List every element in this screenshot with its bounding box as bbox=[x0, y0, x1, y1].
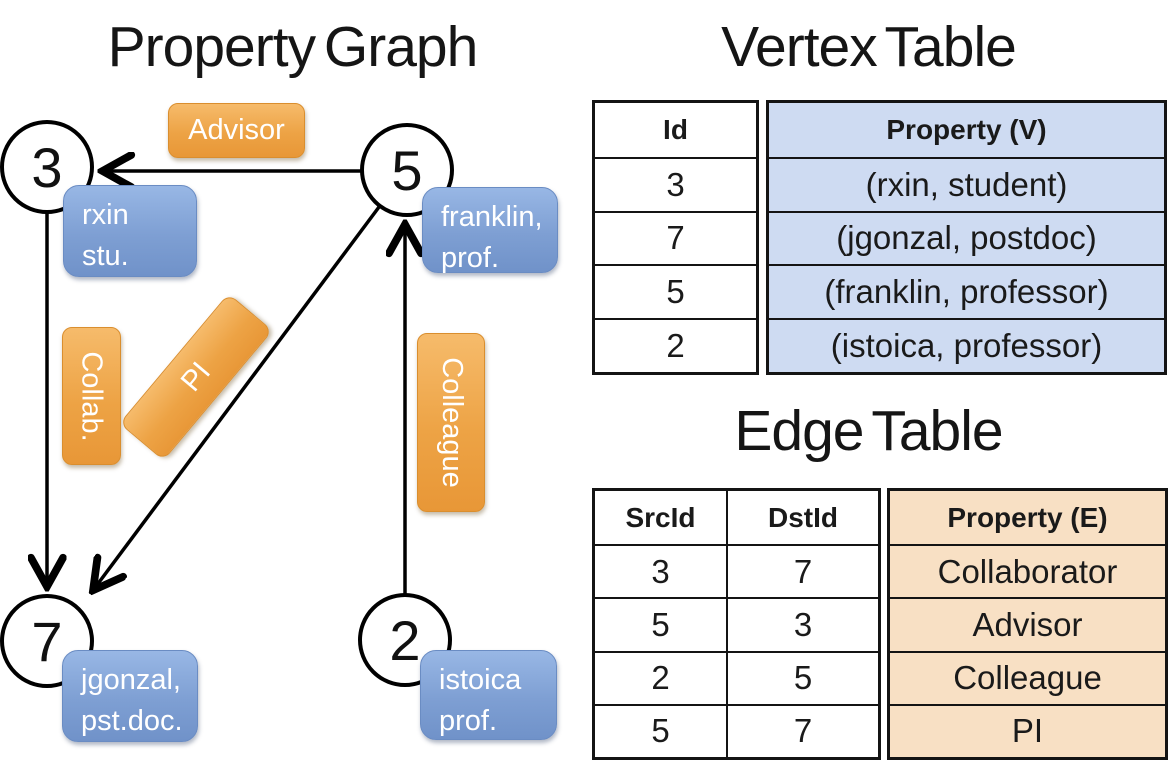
edge-label-advisor-text: Advisor bbox=[188, 114, 285, 146]
vertex-property-box-2: istoica prof. bbox=[420, 650, 557, 740]
table-cell: Advisor bbox=[890, 597, 1165, 651]
edge-arrow-5-to-7 bbox=[94, 205, 381, 589]
vertex-id-2: 2 bbox=[389, 608, 421, 672]
vertex-property-box-3: rxin stu. bbox=[63, 185, 197, 277]
table-cell: 3 bbox=[595, 156, 756, 211]
table-cell: (franklin, professor) bbox=[769, 264, 1164, 319]
vertex-id-7: 7 bbox=[31, 609, 63, 673]
table-cell: 5 bbox=[595, 264, 756, 318]
property-graph-title: Property Graph bbox=[107, 15, 479, 79]
edge-label-collab: Collab. bbox=[62, 327, 121, 465]
table-cell: Collaborator bbox=[890, 544, 1165, 598]
edge-table-header-dstid: DstId bbox=[726, 491, 878, 545]
vertex-property-line: istoica bbox=[439, 664, 522, 696]
edge-table-header-srcid: SrcId bbox=[625, 501, 696, 533]
table-cell: 2 bbox=[595, 318, 756, 372]
vertex-table-id-column: Id 3 7 5 2 bbox=[592, 100, 759, 375]
edge-label-colleague: Colleague bbox=[417, 333, 485, 512]
edge-table-header-property: Property (E) bbox=[890, 491, 1165, 545]
table-cell: 3 bbox=[726, 599, 878, 651]
table-cell: (jgonzal, postdoc) bbox=[769, 210, 1164, 265]
vertex-property-box-5: franklin, prof. bbox=[422, 187, 558, 274]
vertex-property-line: jgonzal, bbox=[81, 664, 181, 696]
table-cell: 7 bbox=[726, 546, 878, 598]
table-cell: 5 bbox=[726, 652, 878, 704]
table-cell: (istoica, professor) bbox=[769, 318, 1164, 372]
edge-label-collab-text: Collab. bbox=[76, 350, 108, 442]
vertex-property-line: rxin bbox=[82, 199, 129, 231]
table-cell: PI bbox=[890, 703, 1165, 757]
edge-table-property-column: Property (E) Collaborator Advisor Collea… bbox=[887, 488, 1168, 760]
vertex-table-title: Vertex Table bbox=[721, 15, 1017, 79]
table-cell: 2 bbox=[651, 659, 670, 697]
edge-label-colleague-text: Colleague bbox=[435, 357, 468, 488]
table-cell: 7 bbox=[726, 705, 878, 757]
vertex-property-box-7: jgonzal, pst.doc. bbox=[62, 650, 198, 742]
edge-table-title: Edge Table bbox=[734, 399, 1003, 463]
vertex-id-3: 3 bbox=[31, 135, 63, 199]
edge-table-src-dst-columns: SrcId DstId 3 7 5 3 2 5 5 7 bbox=[592, 488, 881, 760]
vertex-table-header-property: Property (V) bbox=[769, 103, 1164, 157]
edge-label-advisor: Advisor bbox=[168, 103, 305, 158]
table-cell: 5 bbox=[651, 605, 670, 643]
table-cell: 7 bbox=[595, 210, 756, 265]
vertex-property-line: stu. bbox=[82, 240, 129, 273]
vertex-property-line: pst.doc. bbox=[81, 705, 183, 738]
table-cell: Colleague bbox=[890, 650, 1165, 704]
vertex-property-line: prof. bbox=[441, 242, 500, 275]
vertex-property-line: prof. bbox=[439, 705, 498, 738]
table-cell: 5 bbox=[651, 712, 670, 750]
vertex-property-line: franklin, bbox=[441, 201, 543, 233]
table-cell: (rxin, student) bbox=[769, 156, 1164, 211]
vertex-id-5: 5 bbox=[391, 138, 423, 202]
vertex-table-property-column: Property (V) (rxin, student) (jgonzal, p… bbox=[766, 100, 1167, 375]
table-cell: 3 bbox=[651, 552, 670, 590]
vertex-table-header-id: Id bbox=[663, 113, 688, 145]
edge-label-pi-text: PI bbox=[174, 355, 217, 398]
